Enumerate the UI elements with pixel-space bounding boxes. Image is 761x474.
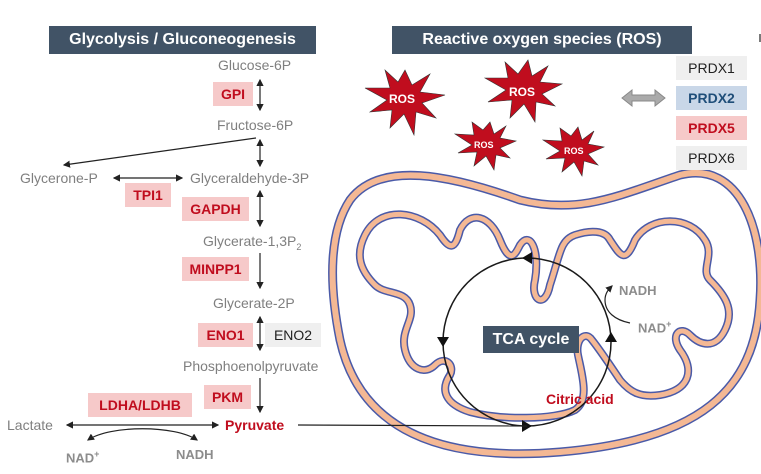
metabolite-glycerate-2p: Glycerate-2P — [213, 295, 295, 311]
enzyme-eno2: ENO2 — [265, 323, 321, 347]
ros-stars — [364, 59, 606, 177]
metabolite-glycerone-p: Glycerone-P — [20, 170, 98, 186]
metabolite-pyruvate: Pyruvate — [225, 417, 285, 433]
ros-label: ROS — [564, 146, 584, 156]
cofactor-text: NAD — [638, 320, 667, 336]
metabolite-glucose-6p: Glucose-6P — [218, 57, 292, 73]
inner-membrane — [355, 210, 733, 422]
enzyme-ldha-ldhb: LDHA/LDHB — [88, 393, 192, 417]
enzyme-gpi: GPI — [213, 82, 253, 106]
cofactor-sup: + — [94, 449, 100, 459]
ros-star — [483, 59, 564, 123]
tca-arrowhead-top — [522, 252, 532, 264]
tca-arrowhead-right — [605, 332, 617, 342]
tca-cycle-label: TCA cycle — [483, 326, 579, 353]
glycerate-13p-text: Glycerate-1,3P — [203, 233, 297, 249]
header-glycolysis: Glycolysis / Gluconeogenesis — [49, 26, 316, 54]
metabolite-phosphoenolpyruvate: Phosphoenolpyruvate — [183, 358, 319, 374]
metabolite-citric-acid: Citric acid — [546, 391, 614, 407]
ros-label: ROS — [509, 85, 536, 99]
cofactor-tca-nad: NAD+ — [638, 316, 671, 336]
header-ros: Reactive oxygen species (ROS) — [392, 26, 692, 54]
metabolite-lactate: Lactate — [7, 417, 53, 433]
ros-star — [453, 121, 518, 171]
cofactor-sup: + — [666, 319, 672, 329]
ros-label: ROS — [474, 140, 494, 150]
metabolite-glyceraldehyde-3p: Glyceraldehyde-3P — [190, 170, 310, 186]
enzyme-pkm: PKM — [204, 385, 251, 409]
metabolite-fructose-6p: Fructose-6P — [217, 117, 294, 133]
enzyme-eno1: ENO1 — [198, 323, 253, 347]
cofactor-tca-nadh: NADH — [619, 283, 657, 298]
ros-star — [541, 126, 606, 177]
arrow-nad-nadh-curve — [87, 428, 198, 441]
enzyme-minpp1: MINPP1 — [182, 257, 249, 281]
double-arrow-icon — [621, 88, 666, 108]
ros-label: ROS — [389, 92, 416, 106]
arrow-f6p-glycerone — [62, 137, 257, 168]
prdx-item-prdx6: PRDX6 — [676, 146, 747, 170]
metabolite-glycerate-13p2: Glycerate-1,3P2 — [203, 232, 301, 256]
tca-arrowhead-left — [437, 337, 449, 347]
tca-nad-arrow — [604, 285, 631, 324]
glycerate-subscript: 2 — [296, 241, 302, 252]
prdx-item-prdx2: PRDX2 — [676, 86, 747, 110]
ros-star — [364, 69, 446, 137]
cofactor-lactate-nad: NAD+ — [66, 446, 99, 466]
cofactor-text: NAD — [66, 450, 95, 466]
prdx-item-prdx5: PRDX5 — [676, 116, 747, 140]
enzyme-tpi1: TPI1 — [125, 183, 171, 207]
enzyme-gapdh: GAPDH — [182, 197, 249, 221]
cofactor-lactate-nadh: NADH — [176, 447, 214, 462]
pyruvate-to-tca-arrow — [297, 424, 528, 427]
mitochondrion — [328, 168, 761, 459]
prdx-item-prdx1: PRDX1 — [676, 56, 747, 80]
